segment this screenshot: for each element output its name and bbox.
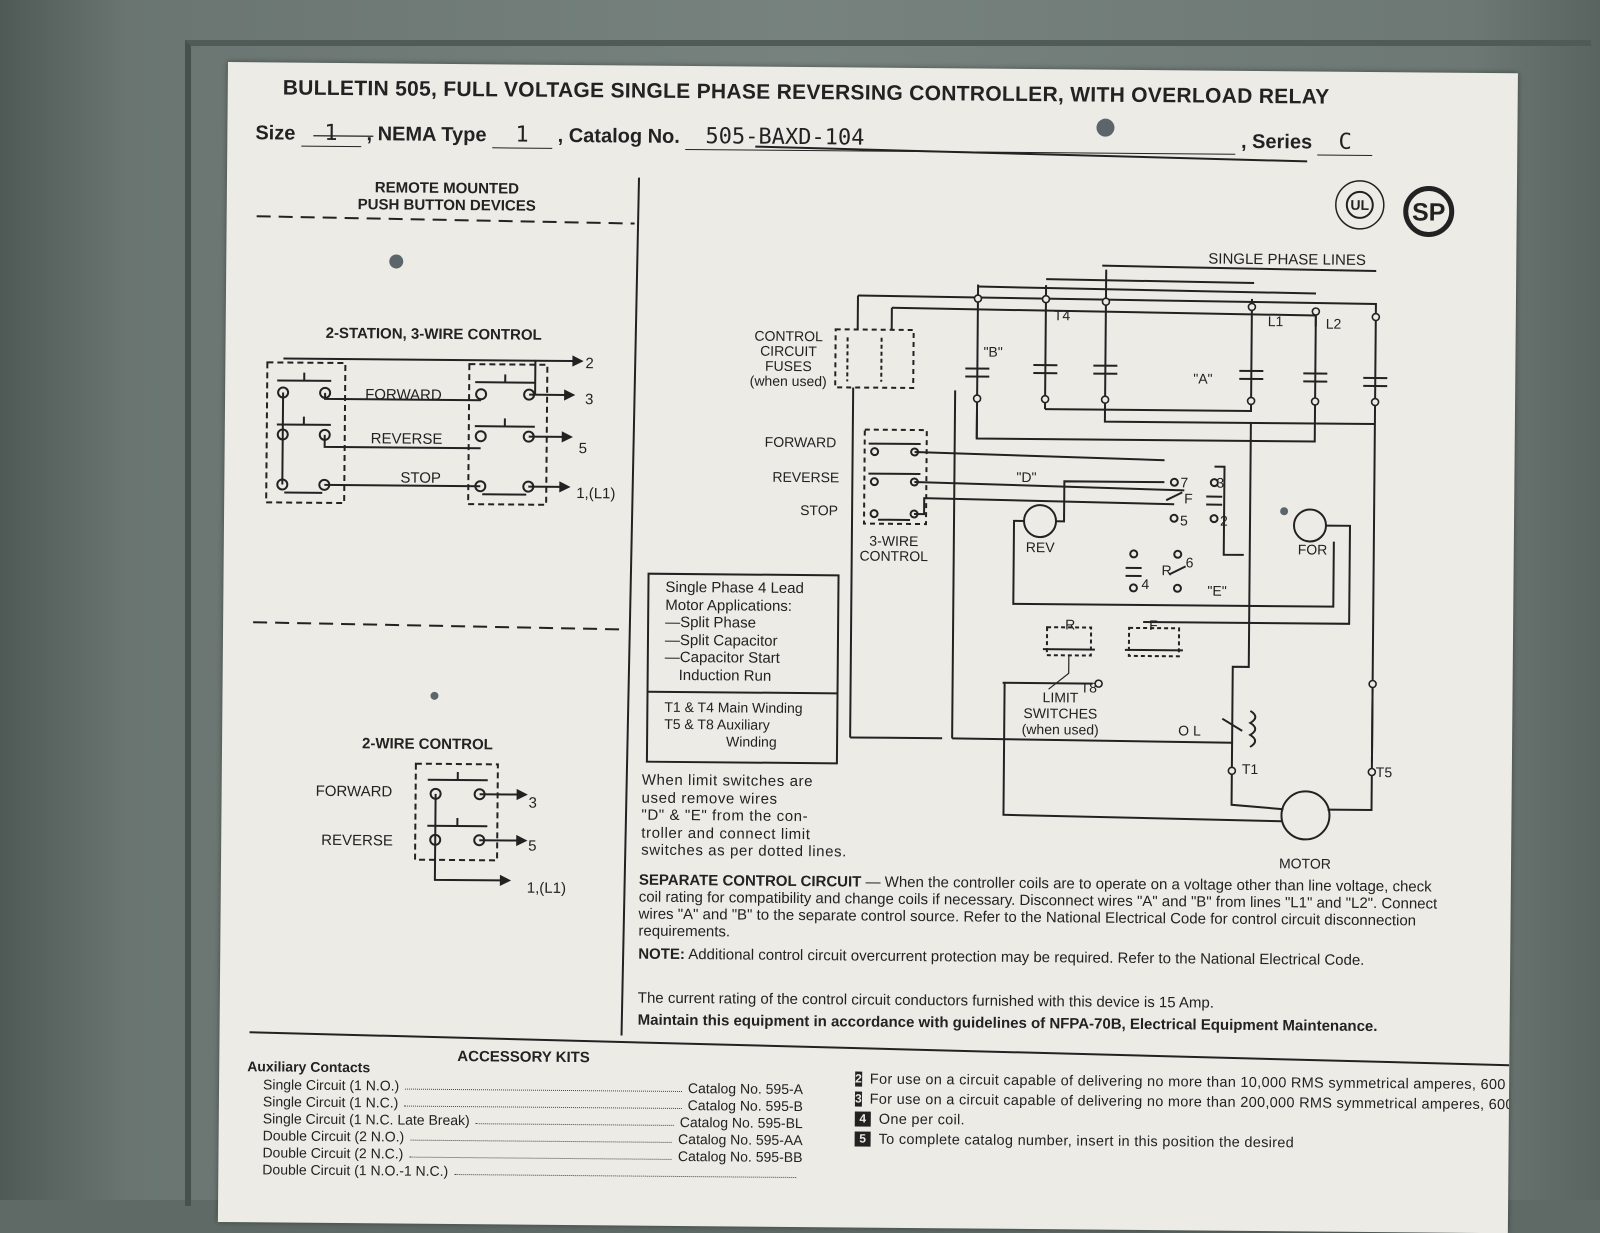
wiring-diagram [218, 62, 1518, 1233]
wiring-label: BULLETIN 505, FULL VOLTAGE SINGLE PHASE … [218, 62, 1518, 1233]
